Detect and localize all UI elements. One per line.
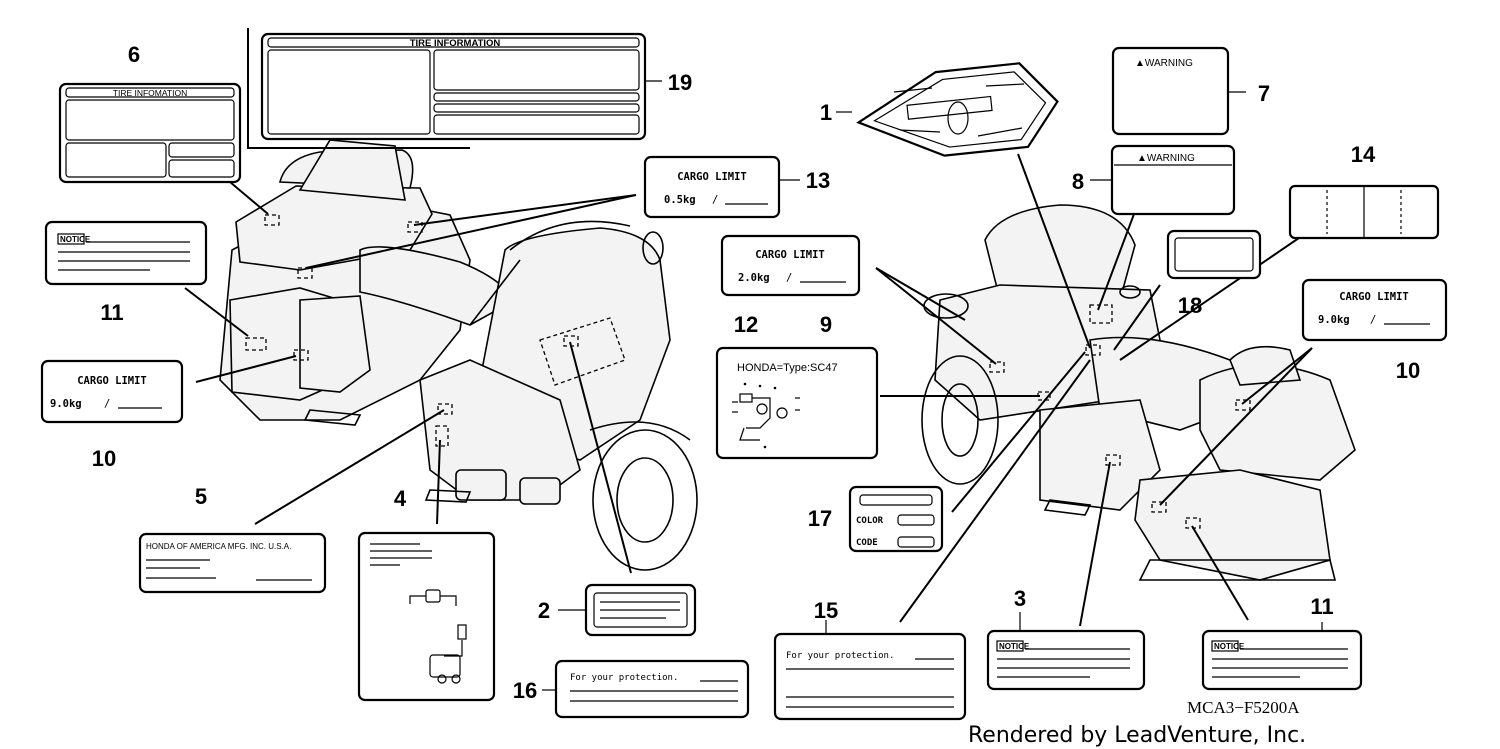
- label-13-cargo-limit: CARGO LIMIT 0.5kg /: [643, 155, 781, 219]
- callout-1: 1: [820, 100, 832, 125]
- callout-19: 19: [668, 70, 692, 95]
- cargo-10-right-title: CARGO LIMIT: [1339, 291, 1409, 303]
- cargo-13-slash: /: [712, 194, 718, 206]
- label-10-cargo-limit-right: CARGO LIMIT 9.0kg /: [1301, 278, 1448, 342]
- callout-10-left: 10: [92, 446, 116, 471]
- warning-7-text: ▲WARNING: [1135, 58, 1193, 69]
- notice-3-text: NOTICE: [999, 642, 1030, 651]
- cargo-12-title: CARGO LIMIT: [755, 249, 825, 261]
- callout-18: 18: [1178, 293, 1202, 318]
- honda-5-text: HONDA OF AMERICA MFG. INC. U.S.A.: [146, 542, 291, 551]
- cargo-10-right-slash: /: [1370, 314, 1376, 326]
- label-6-tire-information: TIRE INFOMATION: [58, 82, 242, 184]
- label-10-cargo-limit-left: CARGO LIMIT 9.0kg /: [40, 359, 184, 424]
- callout-5: 5: [195, 484, 207, 509]
- label-18-blank: [1166, 229, 1262, 280]
- cargo-10-left-slash: /: [104, 398, 110, 410]
- label-2-generic: [584, 583, 697, 637]
- callout-4: 4: [394, 486, 407, 511]
- motorcycle-right-illustration: [921, 204, 1356, 581]
- cargo-12-slash: /: [786, 272, 792, 284]
- cargo-12-value: 2.0kg: [738, 272, 770, 284]
- callout-7: 7: [1258, 81, 1270, 106]
- callout-3: 3: [1014, 586, 1026, 611]
- label-16-for-your-protection: For your protection.: [554, 659, 750, 719]
- callout-16: 16: [513, 678, 537, 703]
- leader-lines: [184, 28, 1341, 691]
- motorcycle-left-illustration: [219, 139, 698, 571]
- label-9-honda-type: HONDA=Type:SC47: [715, 346, 879, 460]
- callout-11-left: 11: [100, 300, 123, 325]
- warning-8-text: ▲WARNING: [1137, 153, 1195, 164]
- label-8-warning: ▲WARNING: [1110, 144, 1236, 216]
- label-1-emblem: [856, 62, 1059, 157]
- callout-2: 2: [538, 598, 550, 623]
- label-12-cargo-limit: CARGO LIMIT 2.0kg /: [720, 234, 861, 297]
- rendered-by-credit: Rendered by LeadVenture, Inc.: [968, 723, 1306, 748]
- cargo-10-right-value: 9.0kg: [1318, 314, 1350, 326]
- callout-17: 17: [808, 506, 832, 531]
- callout-11-right: 11: [1310, 594, 1333, 619]
- callout-6: 6: [128, 42, 140, 67]
- label-15-for-your-protection: For your protection.: [773, 632, 967, 721]
- tire-infomation-title: TIRE INFOMATION: [113, 88, 187, 98]
- callout-13: 13: [806, 168, 830, 193]
- callout-14: 14: [1351, 142, 1376, 167]
- cargo-13-value: 0.5kg: [664, 194, 696, 206]
- label-17-color-code: COLOR CODE: [848, 485, 944, 553]
- callout-10-right: 10: [1396, 358, 1420, 383]
- protect-15-text: For your protection.: [786, 651, 894, 661]
- callout-9: 9: [820, 312, 832, 337]
- callout-8: 8: [1072, 169, 1084, 194]
- code-17-text: CODE: [856, 538, 878, 548]
- color-17-text: COLOR: [856, 516, 884, 526]
- label-11-notice-left: NOTICE: [44, 220, 208, 286]
- cargo-13-title: CARGO LIMIT: [677, 171, 747, 183]
- label-19-tire-information: TIRE INFORMATION: [260, 32, 647, 141]
- callout-numbers: 6 19 13 11 10 5 4 2 16 12 9 1 7 8 14 18 …: [92, 42, 1420, 703]
- cargo-10-left-title: CARGO LIMIT: [77, 375, 147, 387]
- notice-11-right-text: NOTICE: [1214, 642, 1245, 651]
- cargo-10-left-value: 9.0kg: [50, 398, 82, 410]
- notice-11-left-text: NOTICE: [60, 235, 91, 244]
- tire-information-title: TIRE INFORMATION: [410, 38, 501, 49]
- callout-12: 12: [734, 312, 758, 337]
- label-4-wiring-diagram: [357, 531, 496, 702]
- label-11-notice-right: NOTICE: [1201, 629, 1363, 691]
- protect-16-text: For your protection.: [570, 673, 678, 683]
- honda-9-text: HONDA=Type:SC47: [737, 362, 838, 374]
- callout-15: 15: [814, 598, 838, 623]
- label-14-segmented: [1288, 184, 1440, 240]
- diagram-code: MCA3−F5200A: [1187, 698, 1300, 717]
- label-3-notice: NOTICE: [986, 629, 1146, 691]
- label-5-honda-of-america: HONDA OF AMERICA MFG. INC. U.S.A.: [138, 532, 327, 594]
- label-7-warning: ▲WARNING: [1111, 46, 1230, 136]
